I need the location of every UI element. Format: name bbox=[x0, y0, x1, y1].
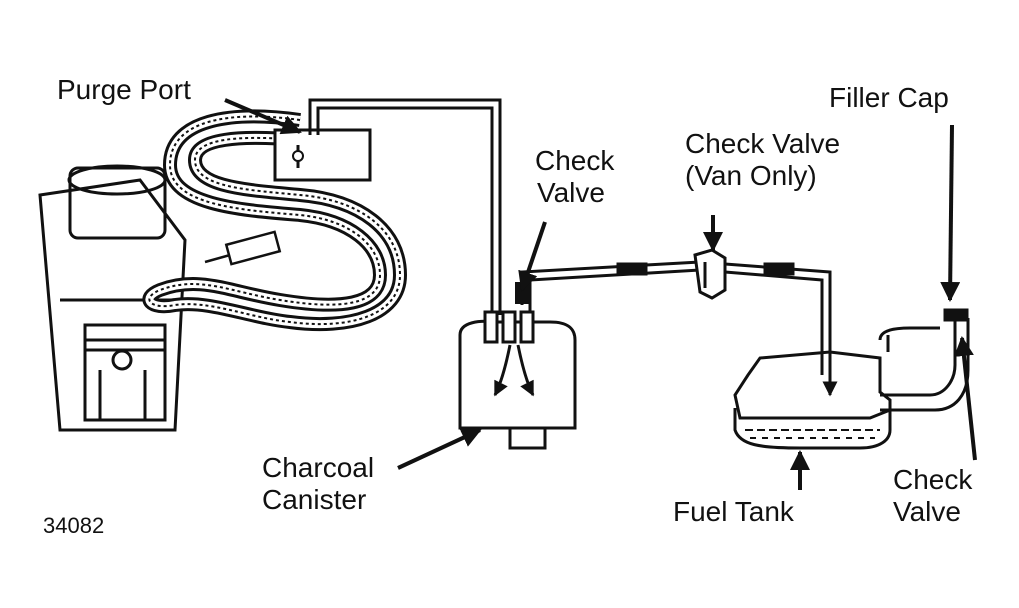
label-check-valve-canister-line1: Check bbox=[535, 145, 615, 176]
charcoal-canister bbox=[458, 310, 577, 450]
purge-port-arrow bbox=[224, 98, 302, 135]
label-check-valve-tank-line2: Valve bbox=[893, 496, 961, 527]
label-filler-cap: Filler Cap bbox=[829, 82, 949, 113]
vapor-line bbox=[520, 260, 832, 375]
fuel-tank bbox=[733, 308, 970, 450]
label-purge-port: Purge Port bbox=[57, 74, 191, 105]
engine-cylinder bbox=[38, 164, 187, 432]
callout-arrows bbox=[224, 98, 977, 490]
label-check-valve-tank-line1: Check bbox=[893, 464, 973, 495]
figure-number: 34082 bbox=[43, 513, 105, 538]
throttle-body bbox=[273, 128, 372, 182]
label-check-valve-canister-line2: Valve bbox=[537, 177, 605, 208]
van-check-valve bbox=[693, 248, 727, 300]
intake-manifold bbox=[142, 109, 408, 332]
piston-pin bbox=[111, 349, 133, 371]
tank-check-arrow bbox=[953, 336, 977, 461]
label-charcoal-canister-line2: Canister bbox=[262, 484, 367, 515]
label-check-valve-van-line1: Check Valve bbox=[685, 128, 841, 159]
canister-check-arrow bbox=[518, 221, 547, 292]
label-charcoal-canister-line1: Charcoal bbox=[262, 452, 375, 483]
filler-cap-arrow bbox=[940, 124, 961, 302]
label-check-valve-van-line2: (Van Only) bbox=[685, 160, 817, 191]
piston bbox=[83, 323, 167, 422]
manifold-sensor bbox=[204, 230, 282, 266]
valve-cover bbox=[68, 166, 167, 240]
canister-arrow bbox=[397, 428, 482, 470]
label-fuel-tank: Fuel Tank bbox=[673, 496, 794, 527]
purge-line bbox=[308, 98, 502, 315]
